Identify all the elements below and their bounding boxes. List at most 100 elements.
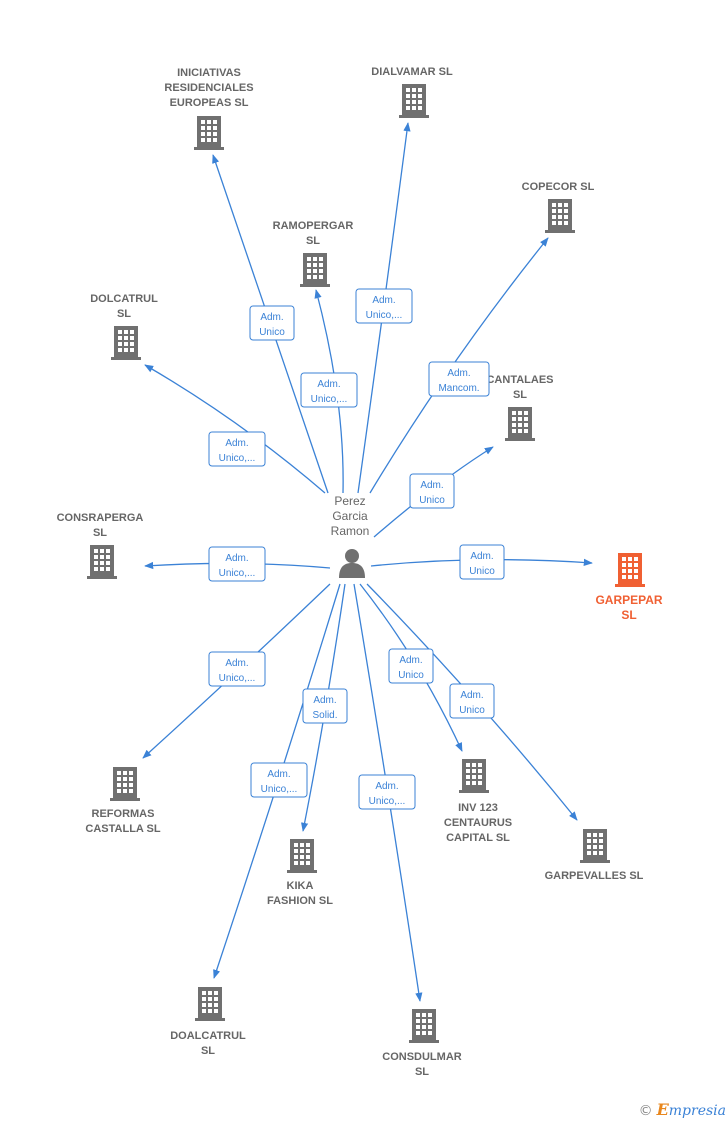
role-label-garpepar[interactable]: Adm.Unico <box>459 544 505 580</box>
role-label-box <box>302 688 348 724</box>
building-icon <box>87 545 117 579</box>
role-label-text: Adm. <box>399 655 422 666</box>
role-label-inv123[interactable]: Adm. Unico <box>388 648 434 684</box>
role-label-garpevalles[interactable]: Adm.Unico <box>449 683 495 719</box>
role-label-text: Unico <box>469 566 495 577</box>
role-label-text: Unico,... <box>311 394 348 405</box>
role-label-text: Unico <box>419 495 445 506</box>
company-name-line: SL <box>201 1045 215 1057</box>
company-name-line: CANTALAES <box>486 374 553 386</box>
building-icon <box>110 767 140 801</box>
edge-labels-layer: Adm.UnicoAdm.Unico,...Adm.Mancom.Adm.Uni… <box>208 288 505 810</box>
role-label-kika[interactable]: Adm.Solid. <box>302 688 348 724</box>
building-icon <box>399 84 429 118</box>
company-name-line: KIKA <box>287 880 314 892</box>
role-label-box <box>428 361 490 397</box>
role-label-text: Solid. <box>312 710 337 721</box>
role-label-text: Adm. <box>317 379 340 390</box>
role-label-box <box>208 546 266 582</box>
company-name-line: DOALCATRUL <box>170 1030 246 1042</box>
company-name-line: FASHION SL <box>267 895 333 907</box>
role-label-box <box>250 762 308 798</box>
company-name-line: SL <box>415 1066 429 1078</box>
role-label-cantalaes[interactable]: Adm.Unico <box>409 473 455 509</box>
building-icon <box>505 407 535 441</box>
role-label-box <box>208 431 266 467</box>
company-name-line: CENTAURUS <box>444 817 512 829</box>
company-name-line: SL <box>306 235 320 247</box>
company-name-line: REFORMAS <box>92 808 155 820</box>
role-label-text: Adm. <box>225 553 248 564</box>
role-label-dialvamar[interactable]: Adm.Unico,... <box>355 288 413 324</box>
company-name-line: SL <box>117 308 131 320</box>
role-label-text: Unico,... <box>219 673 256 684</box>
building-icon <box>545 199 575 233</box>
role-label-box <box>388 648 434 684</box>
person-name-line-2: Garcia <box>332 509 368 523</box>
company-name-line: DOLCATRUL <box>90 293 158 305</box>
role-label-text: Unico,... <box>369 796 406 807</box>
building-icon <box>580 829 610 863</box>
company-node-dialvamar[interactable]: DIALVAMAR SL <box>371 66 453 118</box>
person-node[interactable]: Perez Garcia Ramon <box>331 494 370 578</box>
building-icon <box>195 987 225 1021</box>
company-node-doalcatrul[interactable]: DOALCATRUL SL <box>170 987 246 1057</box>
role-label-text: Unico,... <box>219 568 256 579</box>
copyright-symbol: © <box>638 1103 653 1119</box>
company-name-line: INV 123 <box>458 802 498 814</box>
role-label-consraperga[interactable]: Adm. Unico,... <box>208 546 266 582</box>
company-name-line: CASTALLA SL <box>85 823 160 835</box>
role-label-text: Adm. <box>372 295 395 306</box>
role-label-text: Adm. <box>267 769 290 780</box>
company-name-line: GARPEVALLES SL <box>545 870 644 882</box>
brand-initial: E <box>656 1100 669 1119</box>
role-label-iniciativas[interactable]: Adm.Unico <box>249 305 295 341</box>
role-label-ramopergar[interactable]: Adm. Unico,... <box>300 372 358 408</box>
role-label-doalcatrul[interactable]: Adm. Unico,... <box>250 762 308 798</box>
company-node-garpevalles[interactable]: GARPEVALLES SL <box>545 829 644 882</box>
company-node-copecor[interactable]: COPECOR SL <box>522 181 595 233</box>
role-label-text: Unico <box>259 327 285 338</box>
role-label-text: Unico,... <box>261 784 298 795</box>
role-label-copecor[interactable]: Adm. Mancom. <box>428 361 490 397</box>
role-label-box <box>449 683 495 719</box>
person-name-line-3: Ramon <box>331 524 370 538</box>
company-node-dolcatrul[interactable]: DOLCATRUL SL <box>90 293 158 360</box>
role-label-consdulmar[interactable]: Adm. Unico,... <box>358 774 416 810</box>
role-label-box <box>249 305 295 341</box>
company-name-line: COPECOR SL <box>522 181 595 193</box>
building-icon <box>300 253 330 287</box>
company-name-line: CONSRAPERGA <box>57 512 144 524</box>
person-name-line-1: Perez <box>334 494 365 508</box>
company-node-kika[interactable]: KIKA FASHION SL <box>267 839 333 907</box>
role-label-box <box>355 288 413 324</box>
company-name-line: SL <box>621 608 636 622</box>
role-label-text: Adm. <box>447 368 470 379</box>
role-label-text: Unico <box>398 670 424 681</box>
company-name-line: INICIATIVAS <box>177 67 241 79</box>
company-name-line: CONSDULMAR <box>382 1051 461 1063</box>
company-name-line: GARPEPAR <box>595 593 662 607</box>
role-label-reformas[interactable]: Adm. Unico,... <box>208 651 266 687</box>
building-icon <box>287 839 317 873</box>
role-label-text: Adm. <box>225 658 248 669</box>
role-label-text: Mancom. <box>438 383 479 394</box>
role-label-box <box>409 473 455 509</box>
building-icon <box>194 116 224 150</box>
company-name-line: SL <box>93 527 107 539</box>
role-label-text: Unico <box>459 705 485 716</box>
company-name-line: EUROPEAS SL <box>170 97 249 109</box>
company-node-reformas[interactable]: REFORMAS CASTALLA SL <box>85 767 161 835</box>
role-label-dolcatrul[interactable]: Adm.Unico,... <box>208 431 266 467</box>
company-node-consdulmar[interactable]: CONSDULMAR SL <box>382 1009 462 1078</box>
role-label-text: Adm. <box>375 781 398 792</box>
building-icon <box>111 326 141 360</box>
company-node-consraperga[interactable]: CONSRAPERGA SL <box>57 512 144 579</box>
company-name-line: CAPITAL SL <box>446 832 510 844</box>
